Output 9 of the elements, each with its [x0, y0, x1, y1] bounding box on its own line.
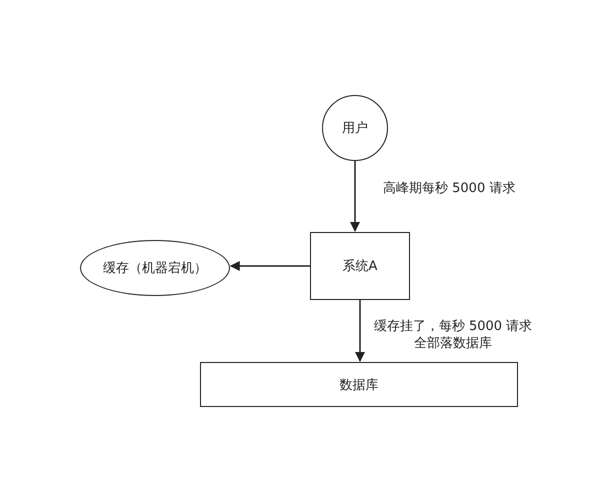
arrow — [230, 261, 310, 271]
edge-label: 缓存挂了，每秒 5000 请求全部落数据库 — [372, 318, 534, 352]
cache-ellipse: 缓存（机器宕机） — [80, 240, 230, 296]
arrow — [350, 161, 360, 232]
arrow — [355, 300, 365, 362]
user-circle: 用户 — [322, 95, 388, 161]
database-box: 数据库 — [200, 362, 518, 407]
edge-label: 高峰期每秒 5000 请求 — [383, 180, 516, 197]
system-box: 系统A — [310, 232, 410, 300]
